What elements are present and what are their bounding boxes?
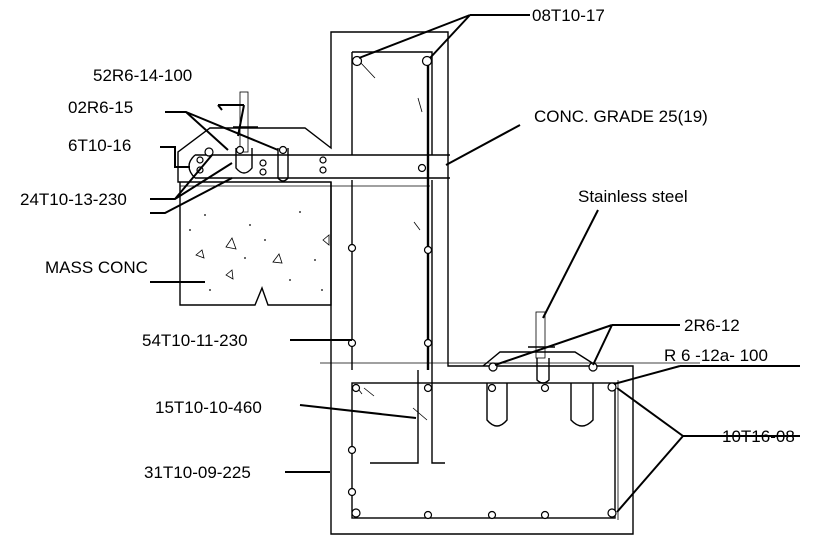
label-left-bars: 6T10-16 xyxy=(68,136,131,155)
label-conc-grade: CONC. GRADE 25(19) xyxy=(534,107,708,126)
bar-tick xyxy=(412,407,428,421)
label-top-bars: 08T10-17 xyxy=(532,6,605,25)
stainless-dowel-base xyxy=(535,311,546,359)
wall-link-cage xyxy=(351,51,433,370)
label-mass-conc: MASS CONC xyxy=(45,258,148,277)
label-stainless-steel: Stainless steel xyxy=(578,187,688,206)
bar-tick xyxy=(417,97,423,113)
label-base-starter: 15T10-10-460 xyxy=(155,398,262,417)
label-base-distr: 31T10-09-225 xyxy=(144,463,251,482)
label-top-links: 52R6-14-100 xyxy=(93,66,192,85)
label-mid-bars: 2R6-12 xyxy=(684,316,740,335)
bar-tick xyxy=(363,387,375,397)
ledge-u-link xyxy=(235,148,253,174)
base-loop-right xyxy=(570,383,594,427)
leader-lines xyxy=(150,14,800,513)
label-mid-links: R 6 -12a- 100 xyxy=(664,346,768,365)
label-left-distr: 24T10-13-230 xyxy=(20,190,127,209)
mass-concrete-specks xyxy=(189,211,323,291)
label-base-bars: 10T16-08 xyxy=(722,427,795,446)
rebar-dots xyxy=(196,55,617,520)
base-top-link xyxy=(482,351,598,367)
base-loop-left xyxy=(486,383,508,427)
base-u-link xyxy=(536,358,550,384)
bar-tick xyxy=(413,221,421,231)
mass-concrete-block xyxy=(179,182,332,306)
label-left-links: 02R6-15 xyxy=(68,98,133,117)
starter-bar xyxy=(370,370,445,464)
bar-tick xyxy=(359,61,376,79)
ledge-hook xyxy=(277,148,289,182)
mass-concrete-hatch xyxy=(195,234,330,280)
base-link-cage xyxy=(351,382,616,519)
label-wall-distr: 54T10-11-230 xyxy=(142,331,248,350)
